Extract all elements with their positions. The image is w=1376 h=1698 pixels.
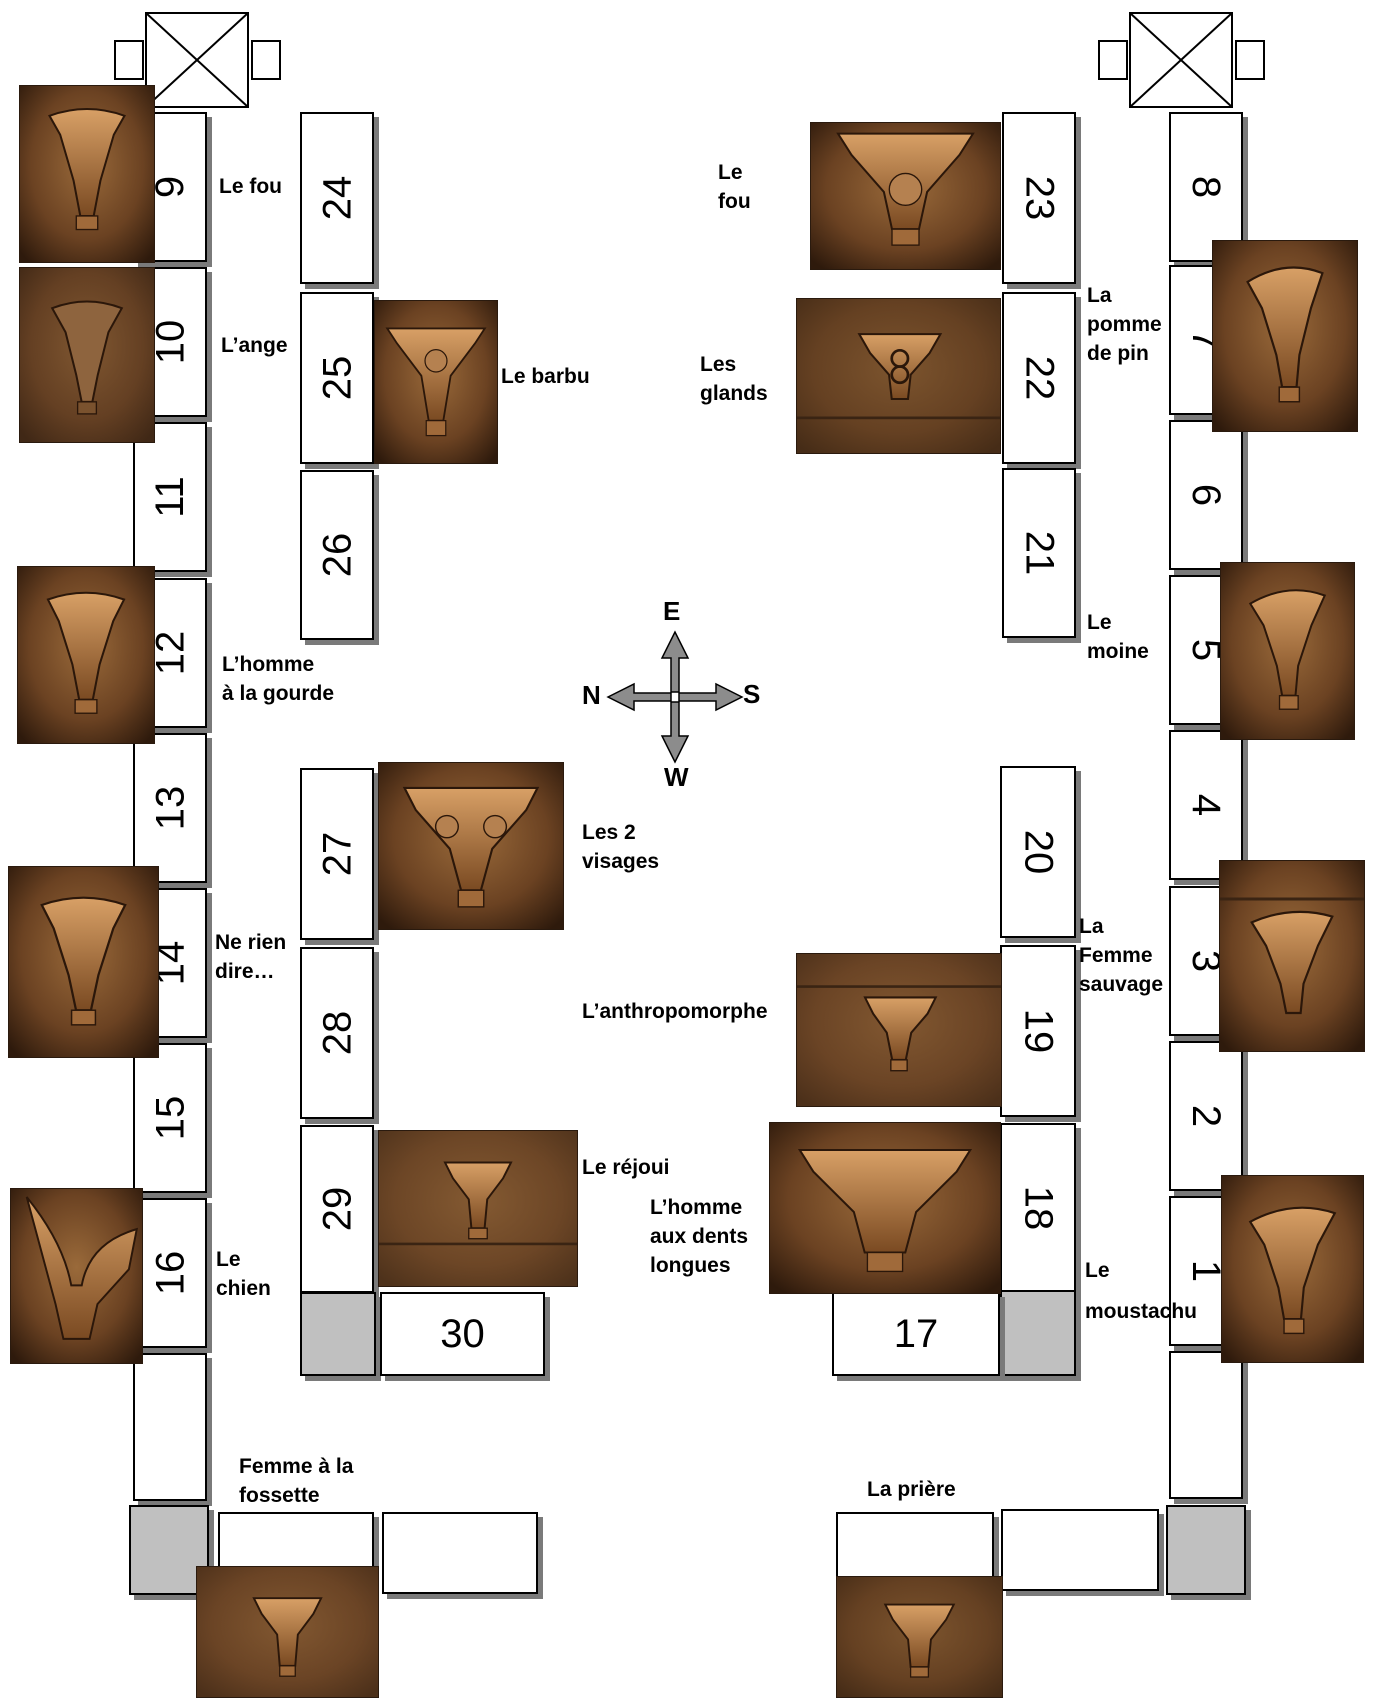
- stall-grey-inner-right: [1000, 1290, 1076, 1376]
- label-priere: La prière: [867, 1475, 956, 1504]
- photo-2-visages: [378, 762, 564, 930]
- compass-south: S: [743, 679, 760, 710]
- photo-fou-left: [19, 85, 155, 263]
- stall-4[interactable]: 4: [1169, 730, 1243, 880]
- photo-glands: [796, 298, 1001, 454]
- photo-femme-sauvage: [1219, 860, 1365, 1052]
- label-anthropomorphe: L’anthropomorphe: [582, 997, 768, 1026]
- stall-number: 25: [317, 356, 357, 401]
- photo-rejoui: [378, 1130, 578, 1287]
- photo-pomme-de-pin: [1212, 240, 1358, 432]
- stall-number: 13: [150, 786, 190, 831]
- stall-blank-left[interactable]: [133, 1353, 207, 1501]
- stall-26[interactable]: 26: [300, 470, 374, 640]
- stall-13[interactable]: 13: [133, 733, 207, 883]
- stall-number: 23: [1019, 176, 1059, 221]
- stall-27[interactable]: 27: [300, 768, 374, 940]
- photo-ange: [19, 267, 155, 443]
- compass-north: N: [582, 680, 601, 711]
- photo-ne-rien-dire: [8, 866, 159, 1058]
- stall-number: 10: [150, 320, 190, 365]
- photo-fou-right: [810, 122, 1001, 270]
- photo-dents-longues: [769, 1122, 1001, 1294]
- door-right-cross: [1129, 12, 1233, 108]
- stall-number: 8: [1186, 176, 1226, 198]
- stall-number: 17: [894, 1314, 939, 1354]
- stall-number: 27: [317, 832, 357, 877]
- stall-number: 22: [1019, 356, 1059, 401]
- stall-19[interactable]: 19: [1000, 945, 1076, 1117]
- stall-24[interactable]: 24: [300, 112, 374, 284]
- stall-23[interactable]: 23: [1002, 112, 1076, 284]
- stall-blank-right[interactable]: [1169, 1351, 1243, 1499]
- photo-priere: [836, 1576, 1003, 1698]
- compass-west: W: [664, 762, 689, 793]
- stall-11[interactable]: 11: [133, 422, 207, 572]
- label-ange: L’ange: [221, 331, 288, 360]
- stall-number: 20: [1018, 830, 1058, 875]
- stall-number: 30: [440, 1314, 485, 1354]
- stall-25[interactable]: 25: [300, 292, 374, 464]
- stall-bottom-left-b[interactable]: [382, 1512, 538, 1594]
- photo-barbu: [374, 300, 498, 464]
- stall-number: 16: [150, 1251, 190, 1296]
- stall-number: 2: [1186, 1105, 1226, 1127]
- label-rejoui: Le réjoui: [582, 1153, 670, 1182]
- stall-number: 4: [1186, 794, 1226, 816]
- stall-number: 12: [150, 631, 190, 676]
- stall-bottom-right-b[interactable]: [1001, 1509, 1159, 1591]
- stall-number: 6: [1186, 484, 1226, 506]
- photo-moine: [1220, 562, 1355, 740]
- stall-15[interactable]: 15: [133, 1043, 207, 1193]
- stall-number: 21: [1019, 531, 1059, 576]
- stall-22[interactable]: 22: [1002, 292, 1076, 464]
- label-le-fou-left: Le fou: [219, 172, 282, 201]
- stall-grey-bottom-right: [1166, 1505, 1246, 1595]
- stall-2[interactable]: 2: [1169, 1041, 1243, 1191]
- stall-21[interactable]: 21: [1002, 468, 1076, 638]
- photo-femme-fossette: [196, 1566, 379, 1698]
- door-left-cross: [145, 12, 249, 108]
- stall-6[interactable]: 6: [1169, 420, 1243, 570]
- stall-number: 19: [1018, 1009, 1058, 1054]
- stall-29[interactable]: 29: [300, 1125, 374, 1293]
- compass-east: E: [663, 596, 680, 627]
- stall-18[interactable]: 18: [1000, 1123, 1076, 1293]
- photo-moustachu: [1221, 1175, 1364, 1363]
- stall-30[interactable]: 30: [380, 1292, 545, 1376]
- stall-grey-inner-left: [300, 1292, 376, 1376]
- stall-number: 18: [1018, 1186, 1058, 1231]
- stall-number: 24: [317, 176, 357, 221]
- label-barbu: Le barbu: [501, 362, 590, 391]
- photo-anthropomorphe: [796, 953, 1002, 1107]
- stall-number: 26: [317, 533, 357, 578]
- stall-number: 28: [317, 1011, 357, 1056]
- stall-number: 9: [150, 176, 190, 198]
- stall-28[interactable]: 28: [300, 947, 374, 1119]
- stall-number: 11: [150, 476, 190, 518]
- stall-number: 29: [317, 1187, 357, 1232]
- stall-20[interactable]: 20: [1000, 766, 1076, 938]
- stall-16[interactable]: 16: [133, 1198, 207, 1348]
- stall-17[interactable]: 17: [832, 1292, 1000, 1376]
- photo-chien: [10, 1188, 143, 1364]
- photo-homme-gourde: [17, 566, 155, 744]
- stall-number: 15: [150, 1096, 190, 1141]
